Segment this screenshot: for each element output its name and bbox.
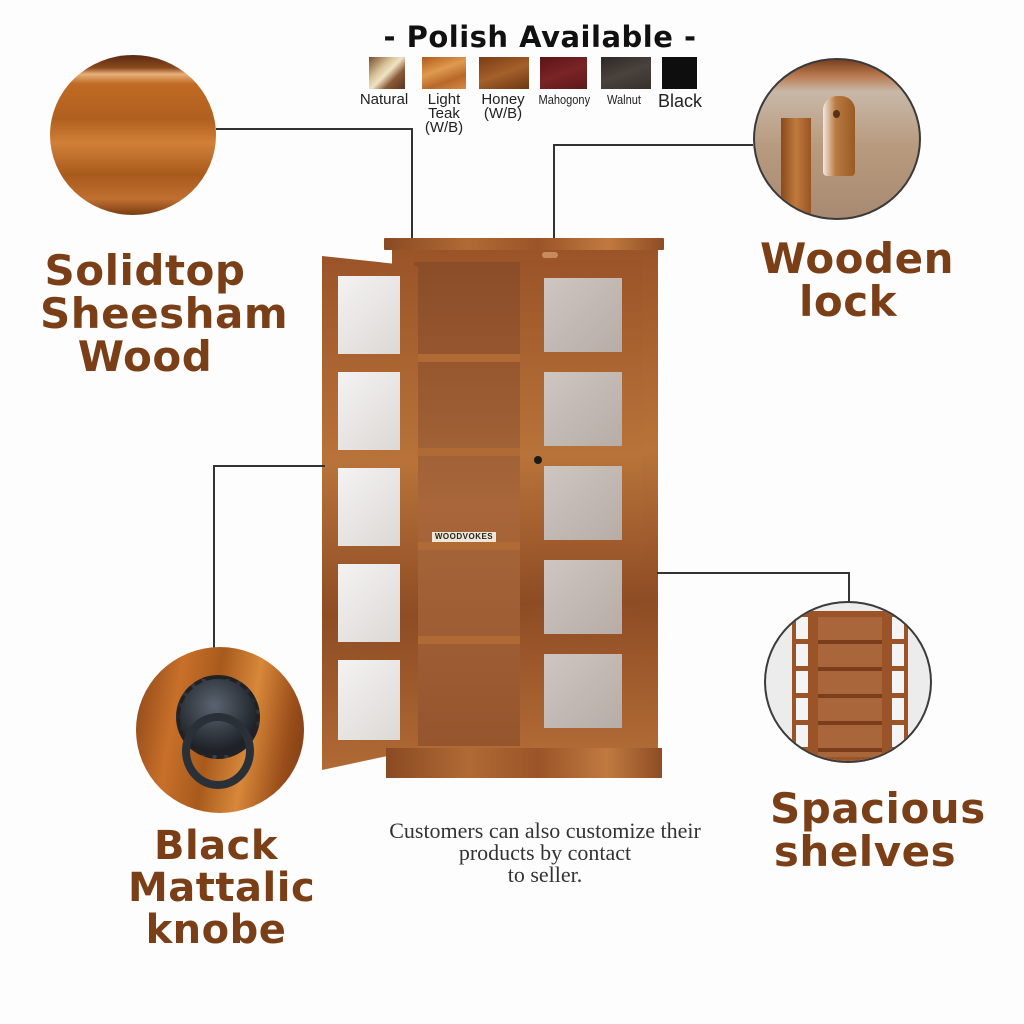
feature-label-wooden-lock: Wooden lock <box>760 234 954 326</box>
glass-pane <box>544 654 622 728</box>
door-knob-icon <box>534 456 542 464</box>
connector-line-shelves-vertical <box>848 572 850 602</box>
swatch-walnut <box>601 57 651 89</box>
cabinet-crown <box>384 238 664 250</box>
shelf <box>414 636 520 644</box>
swatch-black <box>662 57 697 89</box>
knob-ring-icon <box>182 713 254 789</box>
swatch-honey <box>479 57 529 89</box>
swatch-label-honey: Honey (W/B) <box>481 91 525 122</box>
mini-cabinet <box>792 611 908 761</box>
swatch-label-natural: Natural <box>359 91 409 108</box>
feature-label-black-metallic-knob: Black Mattalic knobe <box>128 823 316 953</box>
feature-label-spacious-shelves: Spacious shelves <box>770 784 986 876</box>
shelf <box>414 354 520 362</box>
lock-latch-icon <box>823 96 855 176</box>
customization-caption: Customers can also customize their produ… <box>389 818 701 887</box>
swatch-label-light-teak: Light Teak (W/B) <box>424 91 464 136</box>
polish-available-title: - Polish Available - <box>383 20 697 54</box>
connector-line-solidtop <box>216 128 412 130</box>
swatch-mahogany <box>540 57 587 89</box>
black-metallic-knob-closeup-image <box>136 647 304 813</box>
connector-line-lock <box>553 144 753 146</box>
cabinet-product-image: WOODVOKES <box>320 236 665 781</box>
glass-pane <box>544 372 622 446</box>
cabinet-plinth <box>386 748 662 778</box>
shelf <box>414 542 520 550</box>
left-glass-door-open <box>322 256 418 770</box>
connector-line-knob-vertical <box>213 465 215 648</box>
connector-line-solidtop-vertical <box>411 128 413 238</box>
swatch-label-black: Black <box>657 91 702 111</box>
glass-pane <box>544 560 622 634</box>
glass-pane <box>338 660 400 740</box>
glass-pane <box>338 372 400 450</box>
connector-line-knob <box>213 465 325 467</box>
glass-pane <box>338 468 400 546</box>
swatch-label-walnut: Walnut <box>607 92 641 107</box>
wooden-lock-closeup-image <box>753 58 921 220</box>
right-glass-door <box>532 260 642 748</box>
brand-tag: WOODVOKES <box>432 532 496 542</box>
glass-pane <box>544 278 622 352</box>
swatch-light-teak <box>422 57 466 89</box>
glass-pane <box>338 564 400 642</box>
lock-bar-icon <box>781 118 811 218</box>
feature-label-solidtop-sheesham-wood: Solidtop Sheesham Wood <box>40 246 289 381</box>
swatch-label-mahogany: Mahogony <box>538 92 591 107</box>
sheesham-wood-closeup-image <box>50 55 216 215</box>
connector-line-lock-vertical <box>553 144 555 256</box>
shelf <box>414 448 520 456</box>
swatch-natural <box>369 57 405 89</box>
spacious-shelves-closeup-image <box>764 601 932 763</box>
glass-pane <box>338 276 400 354</box>
wooden-lock <box>542 252 558 258</box>
cabinet-interior: WOODVOKES <box>414 262 520 746</box>
cabinet-center-stile <box>520 260 534 750</box>
connector-line-shelves <box>657 572 850 574</box>
glass-pane <box>544 466 622 540</box>
